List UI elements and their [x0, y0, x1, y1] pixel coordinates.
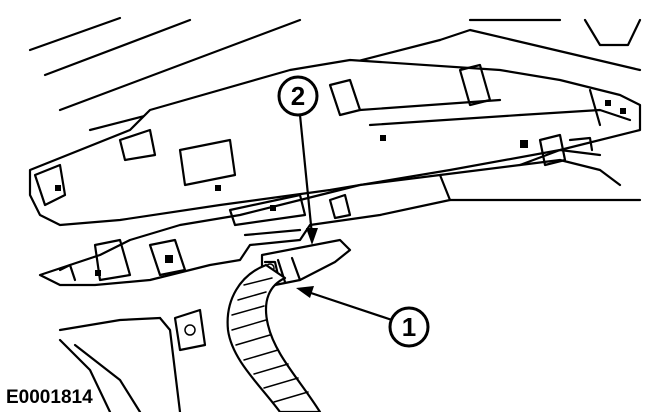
callout-2: 2	[277, 75, 319, 245]
callout-1-leader	[307, 290, 393, 322]
callout-2-label: 2	[291, 81, 305, 111]
wiring-harness	[226, 263, 322, 412]
lower-bracket	[38, 133, 642, 287]
callout-2-leader	[298, 114, 314, 236]
callout-1-label: 1	[402, 312, 416, 342]
callout-2-circle	[277, 75, 319, 117]
callout-1-circle	[388, 306, 430, 348]
callout-1-arrowhead	[296, 286, 314, 298]
figure-id-label: E0001814	[6, 387, 93, 408]
callout-2-arrowhead	[306, 228, 318, 245]
lower-housing	[58, 308, 207, 412]
upper-bracket-rail	[28, 58, 642, 227]
callout-1: 1	[296, 286, 430, 348]
